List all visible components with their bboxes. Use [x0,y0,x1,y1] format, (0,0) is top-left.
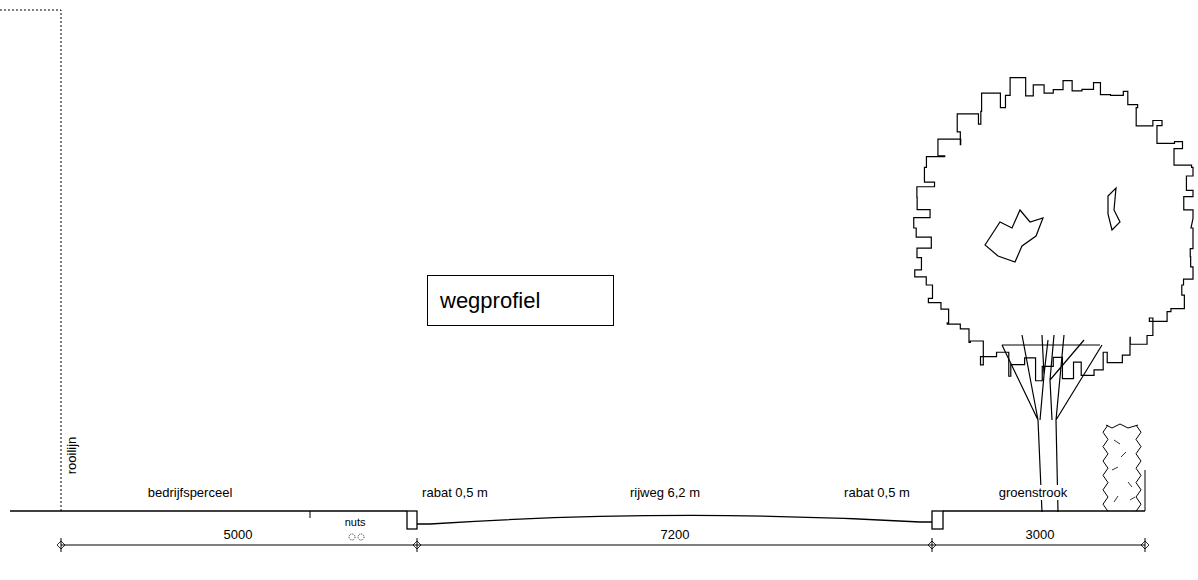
tree-symbol [914,78,1193,512]
carriageway [417,515,932,524]
tree-crown [914,78,1193,381]
zone-label: groenstrook [997,485,1070,500]
building-line [0,10,61,511]
diagram-title: wegprofiel [428,288,540,314]
curb [407,511,417,529]
crown-gap [1108,188,1120,230]
title-box: wegprofiel [427,275,614,326]
dimension-mark [413,541,421,549]
dimension-line [61,545,1145,546]
dimension-mark [57,541,65,549]
dimension-tick [932,538,933,552]
ground-line [943,510,1145,511]
dimension-tick [417,538,418,552]
curb [932,511,943,529]
crown-gap [985,210,1043,262]
utility-label: nuts [343,515,368,530]
zone-label: rabat 0,5 m [420,485,490,500]
dimension-value: 5000 [222,527,255,542]
zone-label: bedrijfsperceel [146,485,235,500]
ground-line [10,510,407,511]
dimension-tick [61,538,62,552]
dimension-value: 3000 [1024,527,1057,542]
building-line-label: rooilijn [64,434,79,476]
zone-label: rabat 0,5 m [842,485,912,500]
utility-cables [349,534,364,540]
shrub-symbol [1103,424,1145,511]
dimension-mark [928,541,936,549]
parcel-mark [310,511,311,518]
dimension-mark [1141,541,1149,549]
dimension-tick [1145,538,1146,552]
zone-label: rijweg 6,2 m [628,485,702,500]
dimension-value: 7200 [659,527,692,542]
